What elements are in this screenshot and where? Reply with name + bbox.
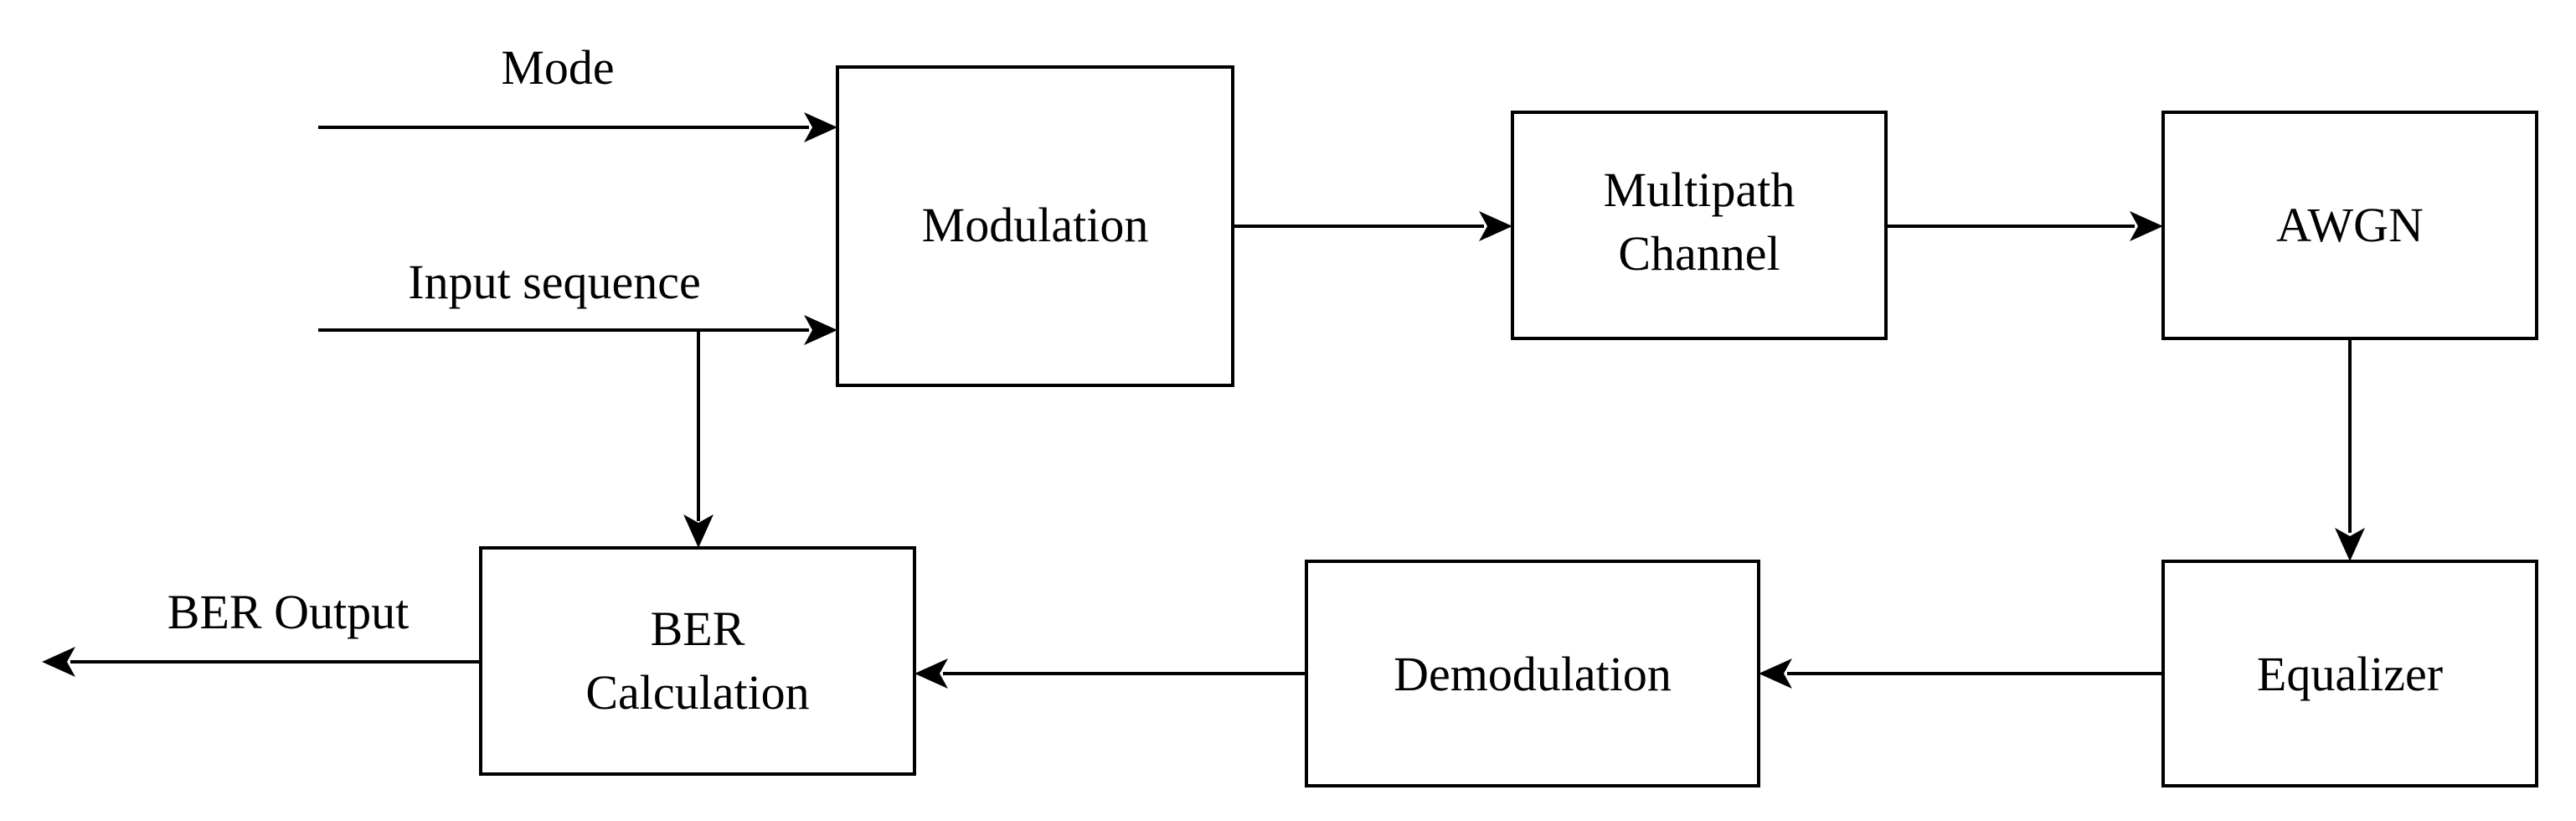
- mode-arrow: [318, 112, 837, 142]
- equalizer-to-demodulation-arrow: [1759, 658, 2163, 689]
- modulation-label: Modulation: [922, 198, 1149, 252]
- equalizer-block: Equalizer: [2161, 560, 2538, 787]
- awgn-label: AWGN: [2276, 198, 2424, 252]
- channel-to-awgn-arrow: [1886, 211, 2163, 241]
- ber-calculation-block: BER Calculation: [479, 546, 916, 776]
- mode-signal-label: Mode: [501, 40, 614, 95]
- multipath-channel-label-line-1: Multipath: [1604, 163, 1795, 217]
- input-sequence-signal-label: Input sequence: [408, 255, 700, 309]
- ber-calculation-label-line-1: BER: [651, 602, 745, 656]
- equalizer-label: Equalizer: [2257, 647, 2443, 701]
- ber-calculation-label-line-2: Calculation: [585, 665, 809, 720]
- demodulation-block: Demodulation: [1305, 560, 1760, 787]
- ber-output-signal-label: BER Output: [167, 585, 409, 639]
- awgn-to-equalizer-arrow: [2335, 338, 2365, 561]
- modulation-block: Modulation: [836, 65, 1234, 387]
- input-sequence-branch-arrow: [683, 330, 714, 548]
- multipath-channel-block: Multipath Channel: [1511, 111, 1888, 340]
- multipath-channel-label-line-2: Channel: [1618, 226, 1780, 281]
- input-sequence-arrow: [318, 315, 837, 345]
- ber-output-arrow: [42, 647, 481, 677]
- modulation-to-channel-arrow: [1233, 211, 1512, 241]
- demodulation-to-ber-arrow: [914, 658, 1306, 689]
- awgn-block: AWGN: [2161, 111, 2538, 340]
- demodulation-label: Demodulation: [1394, 647, 1672, 701]
